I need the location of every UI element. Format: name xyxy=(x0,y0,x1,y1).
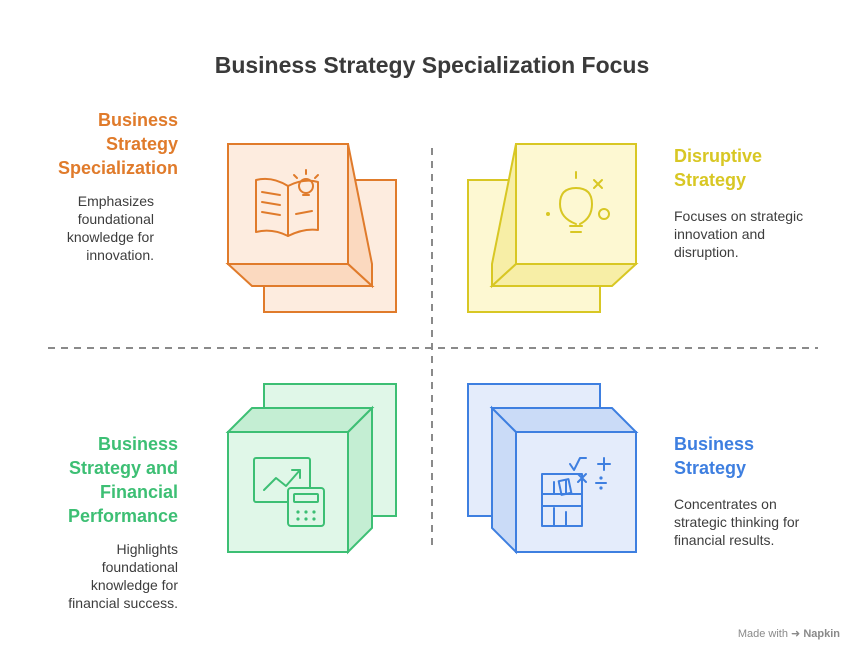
finance-math-icon xyxy=(541,457,611,527)
quadrant-block-disruptive xyxy=(467,143,639,313)
heading-line: Business xyxy=(674,434,755,454)
page-title: Business Strategy Specialization Focus xyxy=(214,52,650,78)
description-line: knowledge for xyxy=(90,577,178,593)
description-line: foundational xyxy=(101,559,178,575)
heading-specialization: Business Strategy Specialization xyxy=(0,108,178,180)
heading-line: Financial xyxy=(99,482,178,502)
description-business-strategy: Concentrates on strategic thinking for f… xyxy=(674,495,844,549)
heading-line: Strategy and xyxy=(68,458,178,478)
description-financial-performance: Highlights foundational knowledge for fi… xyxy=(8,540,178,612)
napkin-logo-icon: ➜ xyxy=(791,628,801,640)
description-line: financial results. xyxy=(674,532,775,548)
description-line: strategic thinking for xyxy=(674,514,800,530)
chart-calculator-icon xyxy=(253,457,325,527)
description-line: disruption. xyxy=(674,244,739,260)
made-with-label: Made with xyxy=(737,628,788,640)
heading-financial-performance: Business Strategy and Financial Performa… xyxy=(0,432,178,528)
heading-line: Disruptive xyxy=(674,146,763,166)
description-line: innovation. xyxy=(86,247,154,263)
description-line: Focuses on strategic xyxy=(674,208,804,224)
description-line: foundational xyxy=(77,211,154,227)
lightbulb-icon xyxy=(546,171,610,233)
heading-line: Strategy xyxy=(674,458,747,478)
description-line: Concentrates on xyxy=(674,496,777,512)
quadrant-block-financial-performance xyxy=(225,383,397,555)
description-line: Emphasizes xyxy=(77,193,154,209)
heading-line: Strategy xyxy=(674,170,747,190)
description-line: knowledge for xyxy=(66,229,154,245)
quadrant-block-business-strategy xyxy=(467,383,639,555)
description-line: Highlights xyxy=(116,541,178,557)
napkin-footer[interactable]: Made with ➜ Napkin xyxy=(738,627,840,640)
heading-line: Business xyxy=(97,110,178,130)
heading-line: Specialization xyxy=(57,158,178,178)
description-line: innovation and xyxy=(674,226,766,242)
heading-line: Business xyxy=(97,434,178,454)
heading-line: Strategy xyxy=(105,134,178,154)
heading-business-strategy: Business Strategy xyxy=(674,432,864,480)
description-specialization: Emphasizes foundational knowledge for in… xyxy=(0,192,154,264)
book-lightbulb-icon xyxy=(255,169,319,237)
description-disruptive: Focuses on strategic innovation and disr… xyxy=(674,207,844,261)
heading-disruptive: Disruptive Strategy xyxy=(674,144,864,192)
quadrant-block-specialization xyxy=(225,143,397,313)
description-line: financial success. xyxy=(68,595,178,611)
heading-line: Performance xyxy=(67,506,178,526)
napkin-brand: Napkin xyxy=(803,628,840,640)
